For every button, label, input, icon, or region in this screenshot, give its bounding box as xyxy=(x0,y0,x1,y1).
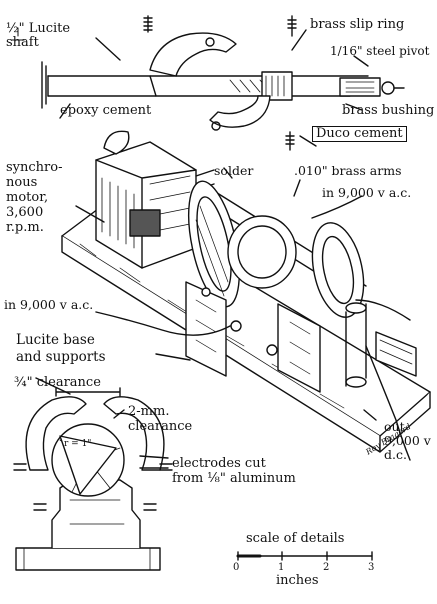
lower-arm xyxy=(209,95,271,128)
input-wire-top xyxy=(311,195,363,219)
support-right xyxy=(277,303,321,393)
label-output-voltage: out 9,000 v d.c. xyxy=(384,419,431,462)
label-solder: solder xyxy=(214,163,254,178)
shaft-end-bracket xyxy=(41,61,47,109)
label-brass-bushing: brass bushing xyxy=(342,103,435,118)
label-input-voltage-left: in 9,000 v a.c. xyxy=(4,297,94,312)
brass-bushing xyxy=(339,77,381,97)
scale-bar xyxy=(236,551,373,561)
scale-tick-1: 1 xyxy=(278,562,284,573)
label-steel-pivot: 1/16" steel pivot xyxy=(330,44,430,58)
shaft-detail xyxy=(11,15,405,151)
label-clearance-2mm: 2-mm. clearance xyxy=(128,404,193,434)
steel-pivot xyxy=(381,81,395,95)
main-assembly xyxy=(61,130,431,461)
scale-tick-3: 3 xyxy=(368,562,374,573)
scale-title: scale of details xyxy=(246,531,345,546)
upper-arm xyxy=(149,32,237,77)
rotor-right xyxy=(311,222,365,318)
brass-slip-ring xyxy=(261,71,293,101)
label-input-voltage-top: in 9,000 v a.c. xyxy=(322,185,412,200)
synchronous-motor xyxy=(95,141,197,269)
output-wire xyxy=(365,345,411,461)
output-post xyxy=(345,303,367,387)
label-lucite-base: Lucite base and supports xyxy=(16,332,106,365)
end-view-base xyxy=(15,547,161,571)
label-synchronous-motor: synchro- nous motor, 3,600 r.p.m. xyxy=(6,160,63,235)
scale-tick-2: 2 xyxy=(323,562,329,573)
end-view-detail xyxy=(13,377,173,571)
support-left xyxy=(185,281,227,377)
label-clearance-three-quarter: ¾" clearance xyxy=(14,375,101,390)
label-electrodes: electrodes cut from ⅛" aluminum xyxy=(172,456,296,486)
label-lucite-shaft: ½" Lucite shaft xyxy=(6,21,71,50)
electrode-left xyxy=(25,396,87,471)
label-brass-arms: .010" brass arms xyxy=(294,163,402,178)
label-duco-cement: Duco cement xyxy=(312,126,407,142)
radius-mark: r = 1" xyxy=(64,439,91,449)
label-brass-slip-ring: brass slip ring xyxy=(310,17,405,32)
input-wire-left xyxy=(95,311,231,336)
lucite-shaft xyxy=(47,75,369,97)
scale-tick-0: 0 xyxy=(233,562,239,573)
electrode-right xyxy=(103,396,165,471)
label-epoxy-cement: epoxy cement xyxy=(60,103,152,118)
scale-unit: inches xyxy=(276,573,319,588)
